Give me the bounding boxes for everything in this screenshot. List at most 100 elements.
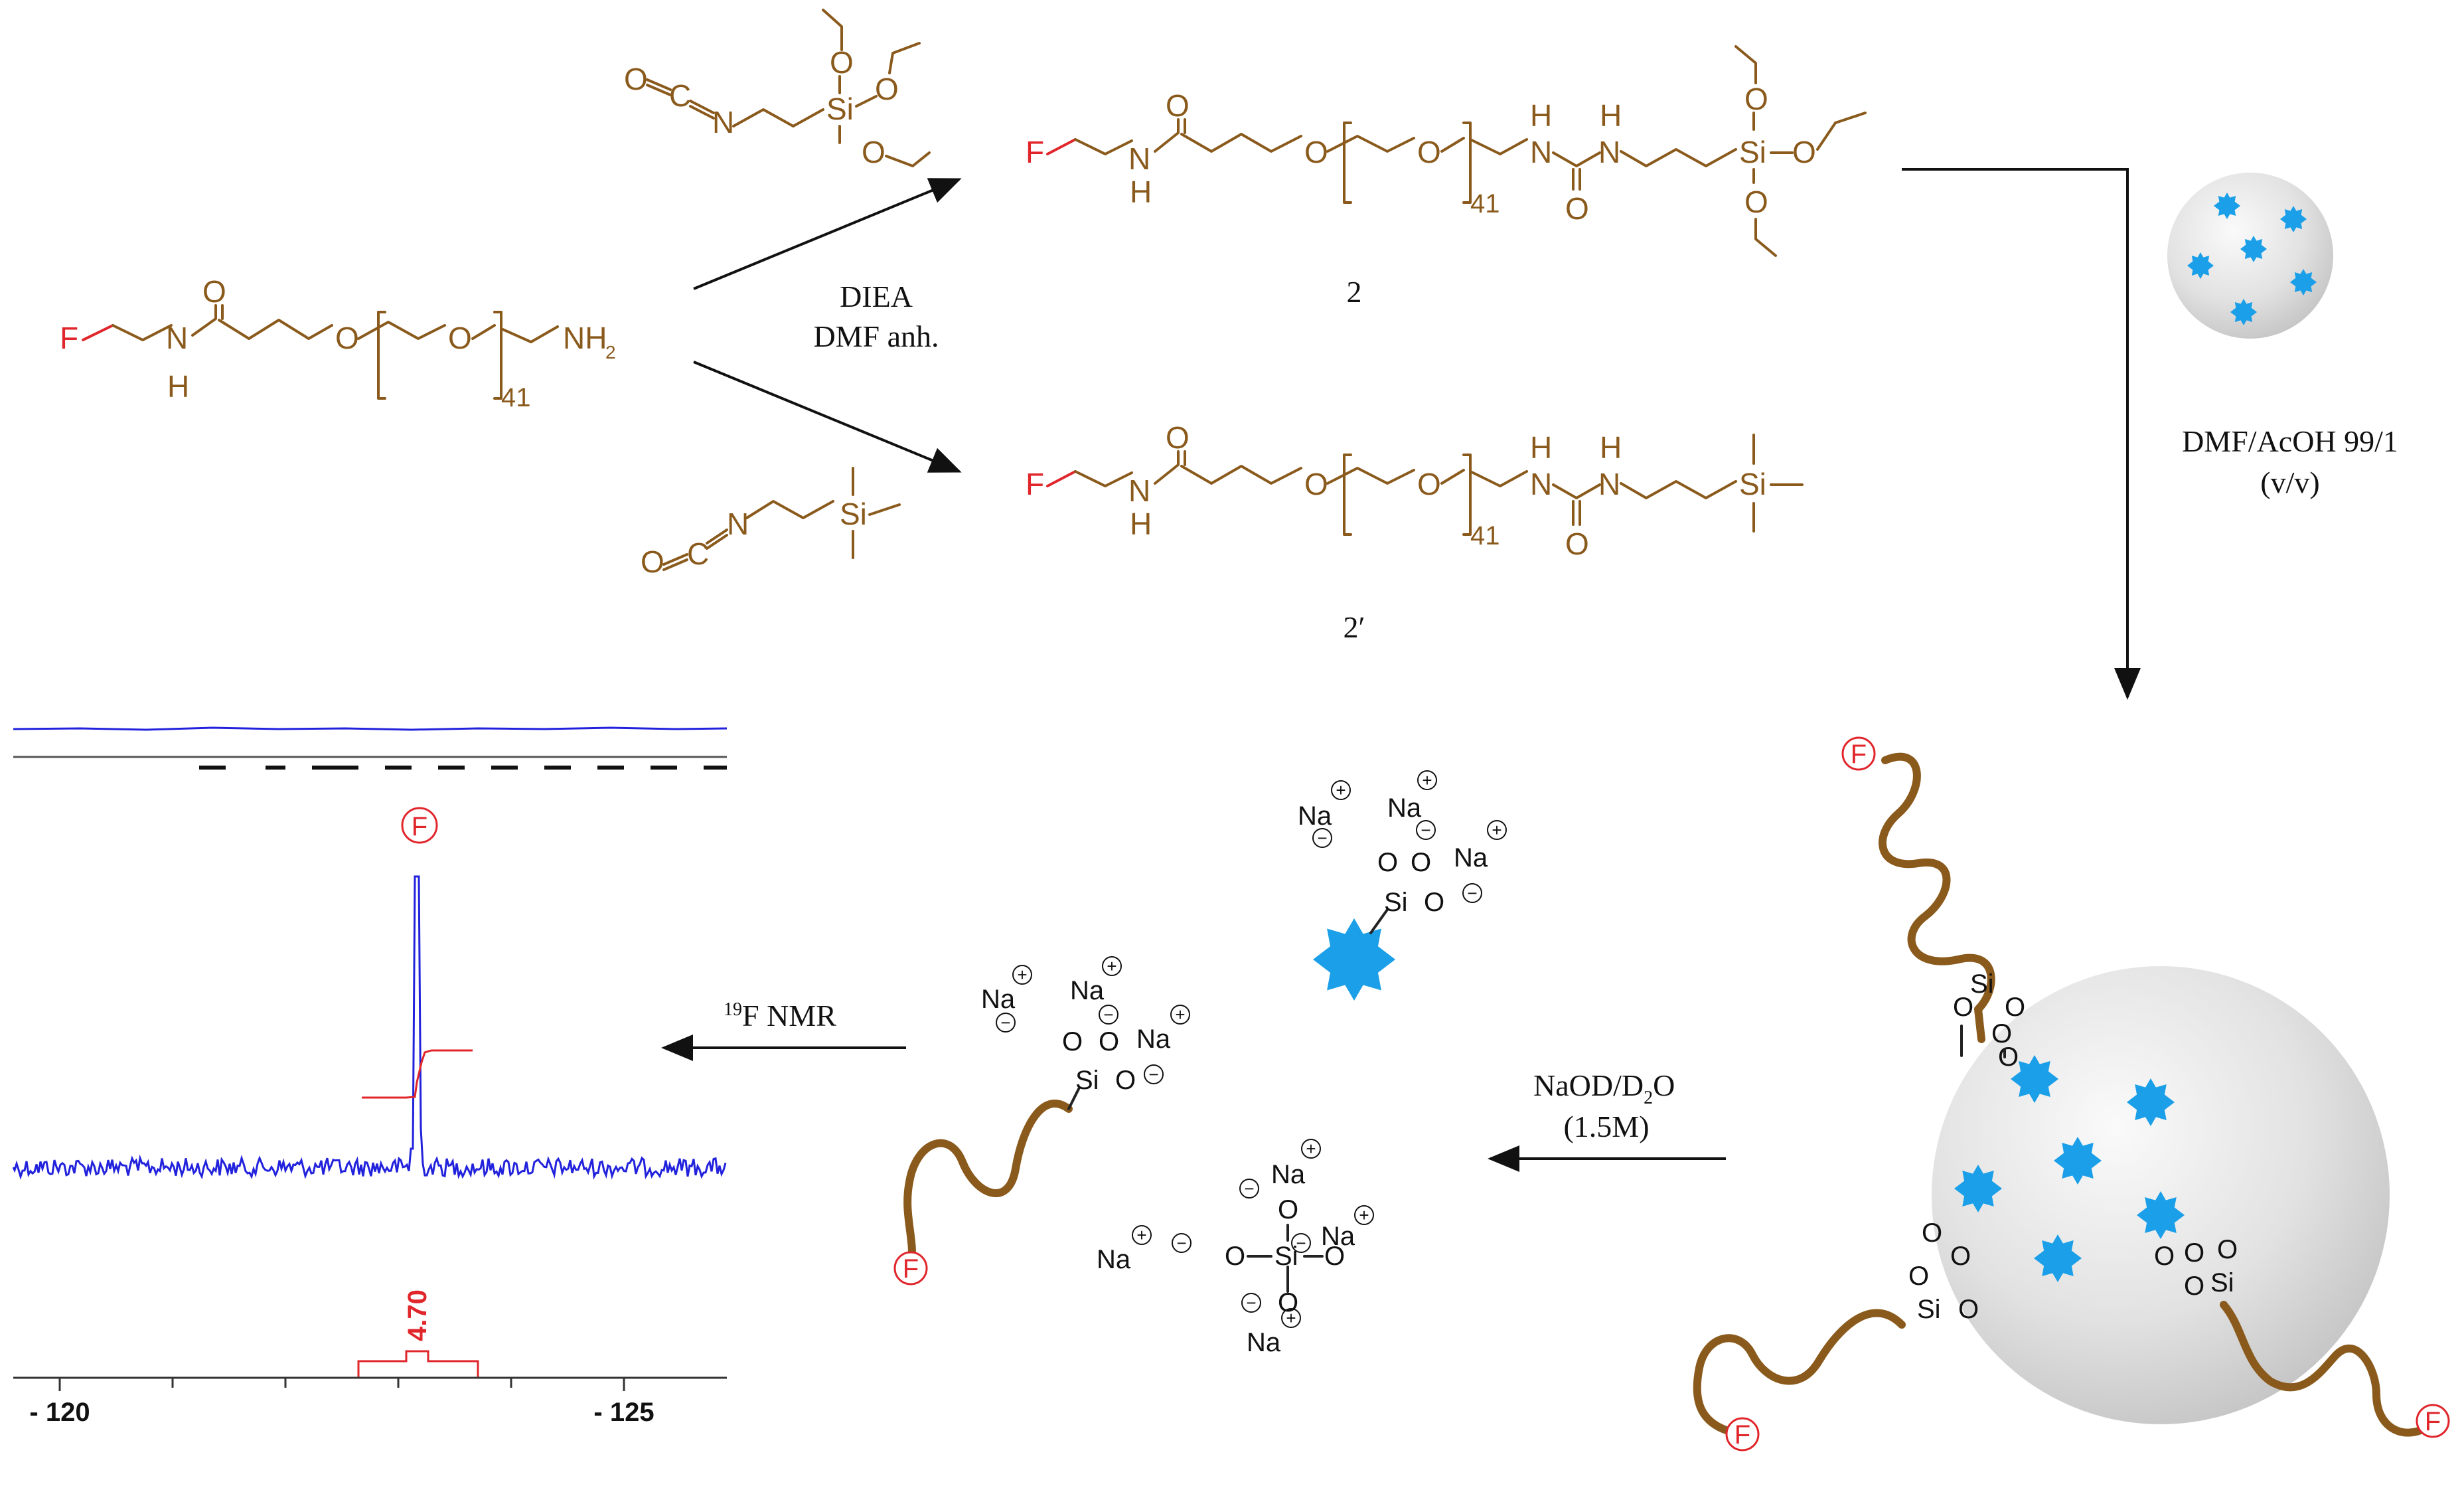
hydrolysis-condition-2: (1.5M) bbox=[1563, 1110, 1649, 1143]
repeat-count: 41 bbox=[501, 383, 531, 412]
sodium-label: Na bbox=[1454, 843, 1488, 872]
starting-material-peg-amine: F N H O O O 41 NH 2 bbox=[60, 274, 616, 412]
plus-charge: + bbox=[1107, 956, 1116, 976]
atom-oxygen-ethoxy-2: O bbox=[1792, 135, 1816, 169]
atom-fluorine: F bbox=[60, 321, 78, 355]
fluorine-badge-icon bbox=[1725, 1417, 1760, 1451]
amine-subscript: 2 bbox=[605, 342, 616, 363]
oxygen-label: O bbox=[2184, 1272, 2204, 1301]
minus-charge: − bbox=[1244, 1179, 1254, 1199]
atom-silicon: Si bbox=[1739, 467, 1766, 501]
repeat-count: 41 bbox=[1470, 521, 1500, 550]
oxygen-label: O bbox=[1278, 1195, 1298, 1224]
oxygen-label: O bbox=[2184, 1238, 2204, 1268]
fluorine-label: F bbox=[2425, 1407, 2441, 1436]
atom-nitrogen-urea-1: N bbox=[1530, 135, 1552, 169]
plus-charge: + bbox=[1286, 1308, 1296, 1328]
atom-hydrogen-urea-2: H bbox=[1600, 430, 1622, 465]
atom-oxygen-repeat: O bbox=[448, 321, 472, 355]
sodium-label: Na bbox=[1070, 976, 1105, 1005]
oxygen-label: O bbox=[1324, 1242, 1345, 1271]
oxygen-label: O bbox=[2005, 993, 2025, 1022]
oxygen-label: O bbox=[1953, 993, 1973, 1022]
atom-oxygen-carbonyl: O bbox=[202, 274, 226, 309]
minus-charge: − bbox=[1000, 1013, 1010, 1033]
atom-oxygen-repeat: O bbox=[1417, 467, 1441, 501]
oxygen-label: O bbox=[1958, 1295, 1979, 1324]
silicon-label: Si bbox=[1075, 1066, 1099, 1095]
silica-nanoparticle-small bbox=[2167, 173, 2333, 339]
fluorine-badge-icon bbox=[2416, 1404, 2450, 1438]
x-axis-ticks bbox=[58, 1378, 625, 1391]
atom-oxygen-ethoxy-1: O bbox=[1744, 82, 1768, 116]
oxygen-label: O bbox=[1377, 848, 1398, 877]
plus-charge: + bbox=[1492, 820, 1502, 840]
atom-oxygen-urea: O bbox=[1565, 527, 1589, 561]
fluorine-label: F bbox=[903, 1254, 919, 1283]
atom-silicon: Si bbox=[840, 497, 867, 531]
compound-2-prime: F N H O O O 41 N H O N H Si bbox=[1026, 420, 1804, 561]
oxygen-label: O bbox=[1922, 1218, 1942, 1248]
compound-2-label: 2 bbox=[1347, 275, 1362, 309]
atom-nitrogen-urea-1: N bbox=[1530, 467, 1552, 501]
atom-oxygen: O bbox=[641, 544, 664, 579]
plus-charge: + bbox=[1136, 1225, 1146, 1245]
compound-2-prime-label: 2′ bbox=[1343, 610, 1365, 644]
atom-hydrogen: H bbox=[1130, 175, 1152, 209]
integral-value: 4.70 bbox=[403, 1289, 432, 1341]
peg-chain bbox=[2220, 1301, 2430, 1437]
spectrum-trace bbox=[12, 875, 727, 1180]
arrow-grafting bbox=[1902, 168, 2141, 700]
arrow-to-compound-2prime bbox=[693, 361, 962, 473]
atom-oxygen: O bbox=[624, 62, 648, 96]
plus-charge: + bbox=[1336, 780, 1346, 800]
atom-nitrogen: N bbox=[166, 321, 188, 355]
atom-nitrogen: N bbox=[727, 507, 749, 541]
sodium-label: Na bbox=[1247, 1328, 1281, 1357]
compound-2: F N H O O O 41 N H O N H Si O O O bbox=[1026, 45, 1867, 257]
x-tick-label: - 125 bbox=[593, 1398, 654, 1427]
atom-hydrogen-urea-1: H bbox=[1530, 98, 1552, 133]
atom-nitrogen: N bbox=[712, 105, 734, 139]
plus-charge: + bbox=[1359, 1205, 1369, 1225]
amine-group: NH bbox=[563, 321, 607, 355]
fluorine-badge-icon bbox=[893, 1251, 928, 1285]
sodium-label: Na bbox=[1387, 793, 1422, 823]
atom-hydrogen: H bbox=[167, 369, 189, 404]
oxygen-label: O bbox=[1411, 848, 1431, 877]
silicon-label: Si bbox=[2210, 1268, 2234, 1297]
sodium-orthosilicate: Si O O O O Na Na Na Na + + + + − − − − bbox=[1097, 1139, 1374, 1357]
released-dye-silicate: Si O O O Na Na Na + + + − − − bbox=[1298, 770, 1507, 1001]
integral-curve bbox=[362, 1049, 473, 1099]
oxygen-label: O bbox=[1424, 888, 1444, 917]
atom-fluorine: F bbox=[1026, 135, 1044, 169]
atom-oxygen-ethoxy-2: O bbox=[875, 72, 899, 106]
fluorine-label: F bbox=[1734, 1420, 1750, 1449]
reagent-isocyanate-triethoxysilane: O C N Si O O O bbox=[624, 9, 931, 169]
fluorine-label: F bbox=[1851, 740, 1867, 769]
atom-nitrogen: N bbox=[1128, 473, 1150, 508]
sodium-label: Na bbox=[1321, 1222, 1355, 1251]
atom-nitrogen-urea-2: N bbox=[1598, 135, 1620, 169]
minus-charge: − bbox=[1246, 1293, 1256, 1313]
oxygen-label: O bbox=[1115, 1066, 1136, 1095]
atom-oxygen-urea: O bbox=[1565, 191, 1589, 226]
peg-chain bbox=[1879, 752, 1995, 1043]
oxygen-label: O bbox=[1062, 1027, 1083, 1056]
grafting-condition-2: (v/v) bbox=[2260, 465, 2319, 499]
fluorine-badge-icon bbox=[401, 807, 438, 844]
atom-silicon: Si bbox=[826, 92, 854, 126]
condition-base: DIEA bbox=[840, 280, 913, 313]
nmr-spectrum: F 4.70 - 120 - 125 bbox=[12, 726, 728, 1427]
oxygen-label: O bbox=[1998, 1042, 2019, 1072]
peg-chain bbox=[903, 1100, 1073, 1269]
atom-oxygen-ether: O bbox=[1304, 135, 1328, 169]
oxygen-label: O bbox=[1908, 1262, 1929, 1291]
reagent-isocyanate-trimethylsilane: O C N Si bbox=[641, 467, 901, 579]
fluorine-badge-label: F bbox=[412, 812, 427, 841]
x-tick-label: - 120 bbox=[29, 1398, 90, 1427]
minus-charge: − bbox=[1296, 1233, 1306, 1253]
dye-star-icon bbox=[1313, 918, 1395, 1001]
minus-charge: − bbox=[1421, 820, 1430, 840]
